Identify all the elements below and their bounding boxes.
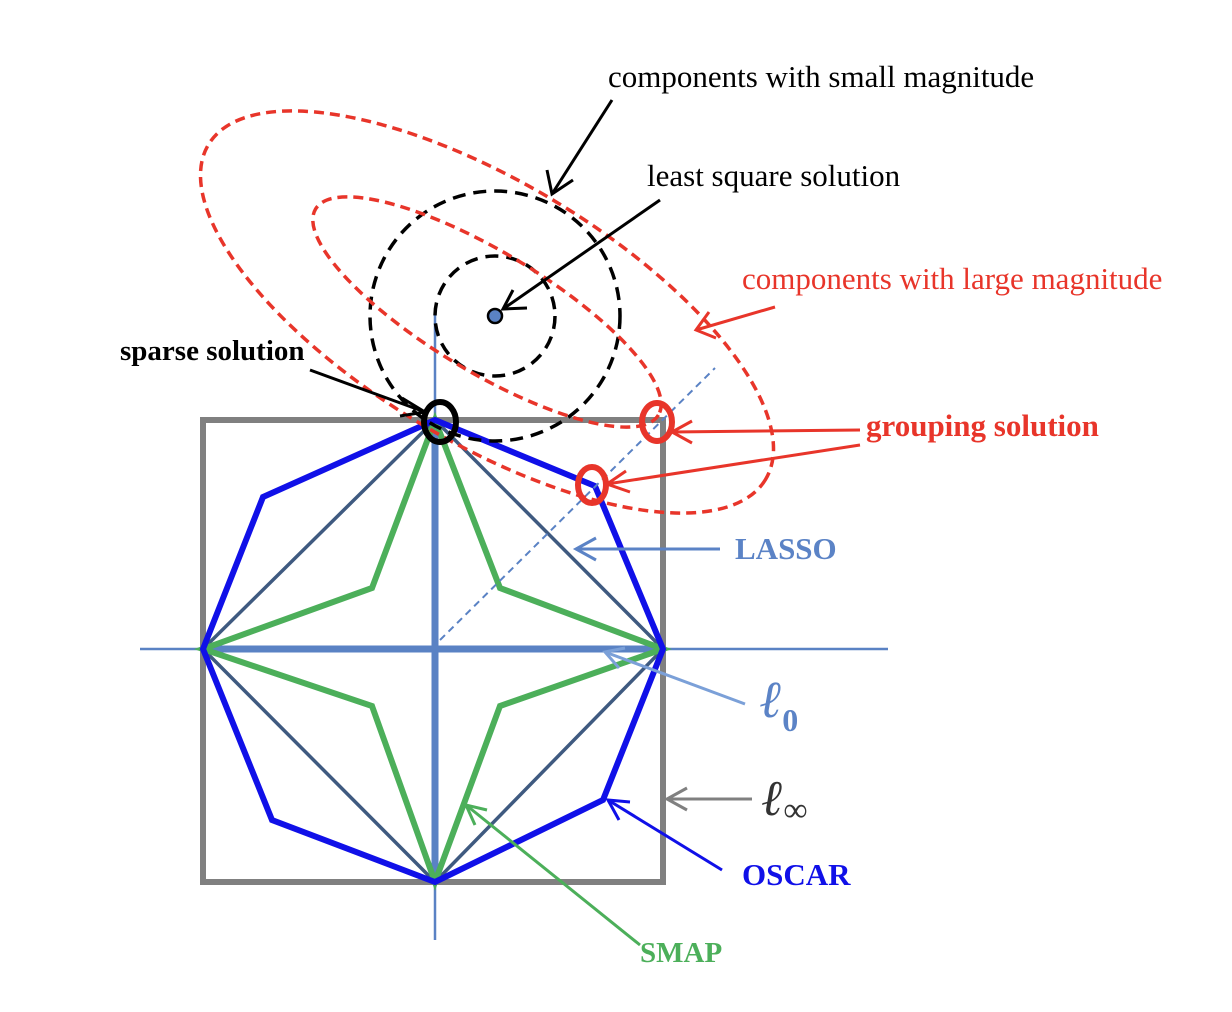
label-smap: SMAP [640, 937, 722, 969]
label-oscar: OSCAR [742, 857, 851, 892]
small-magnitude-outer-contour [368, 189, 622, 443]
label-least-square: least square solution [647, 158, 901, 193]
small-magnitude-arrow [545, 99, 614, 197]
diagonal-dashed-line [439, 367, 716, 641]
least-square-arrow [500, 198, 661, 311]
least-square-point [486, 307, 504, 325]
label-lasso: LASSO [735, 531, 837, 566]
grouping-solution-marker-outer [639, 400, 675, 444]
smap-arrow [463, 802, 641, 947]
large-magnitude-inner-contour [311, 195, 663, 429]
label-linf: ℓ∞ [762, 770, 808, 829]
grouping-solution-arrow-upper [668, 419, 861, 445]
sparse-solution-marker [421, 399, 459, 445]
oscar-ball-octagon [199, 416, 667, 886]
sparse-solution-arrow [309, 368, 430, 418]
linf-arrow [663, 786, 752, 812]
label-small-magnitude: components with small magnitude [608, 59, 1034, 94]
l0-arrow [602, 646, 746, 706]
label-sparse-solution: sparse solution [120, 335, 305, 367]
lasso-arrow [572, 536, 720, 562]
label-large-magnitude: components with large magnitude [742, 261, 1162, 296]
large-magnitude-arrow [693, 305, 776, 340]
oscar-arrow [605, 798, 723, 872]
large-magnitude-outer-contour [198, 109, 776, 515]
label-grouping-solution: grouping solution [866, 408, 1099, 443]
label-l0: ℓ0 [760, 672, 798, 738]
grouping-solution-arrow-lower [603, 443, 861, 494]
small-magnitude-inner-contour [433, 254, 557, 378]
